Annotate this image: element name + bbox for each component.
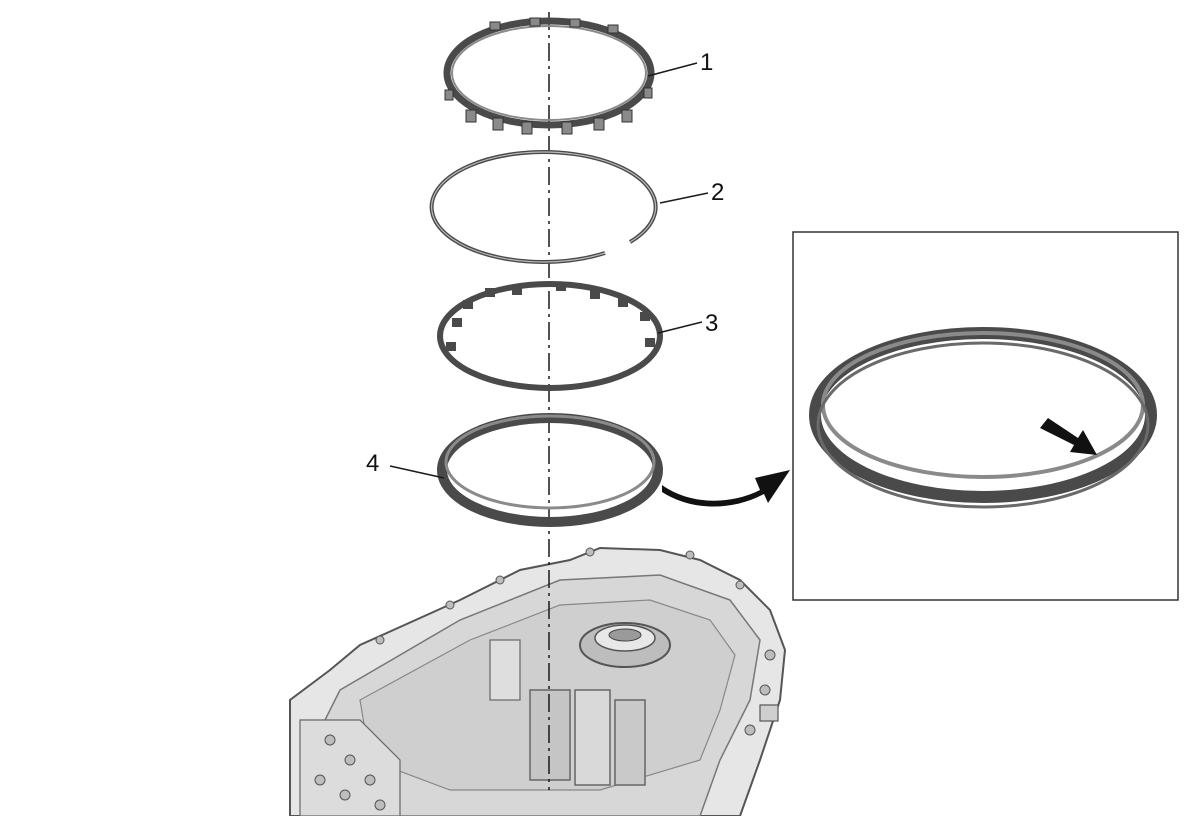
part-1-toothed-ring xyxy=(443,17,655,135)
callout-2: 2 xyxy=(711,179,724,206)
part-2-snap-ring xyxy=(429,150,658,264)
part-3-toothed-ring xyxy=(437,281,663,391)
callout-4: 4 xyxy=(366,450,379,477)
leader-line-4 xyxy=(389,465,445,479)
callout-1: 1 xyxy=(700,49,713,76)
part-4-seal-ring xyxy=(437,413,663,527)
pointer-arrow-icon xyxy=(1040,418,1097,455)
leader-line-2 xyxy=(659,192,709,204)
detail-inset xyxy=(792,231,1179,601)
leader-lines xyxy=(389,62,709,479)
transmission-housing xyxy=(289,546,787,816)
leader-line-3 xyxy=(657,321,703,334)
leader-line-1 xyxy=(647,62,698,77)
callout-3: 3 xyxy=(705,310,718,337)
curved-arrow-icon xyxy=(662,470,790,507)
